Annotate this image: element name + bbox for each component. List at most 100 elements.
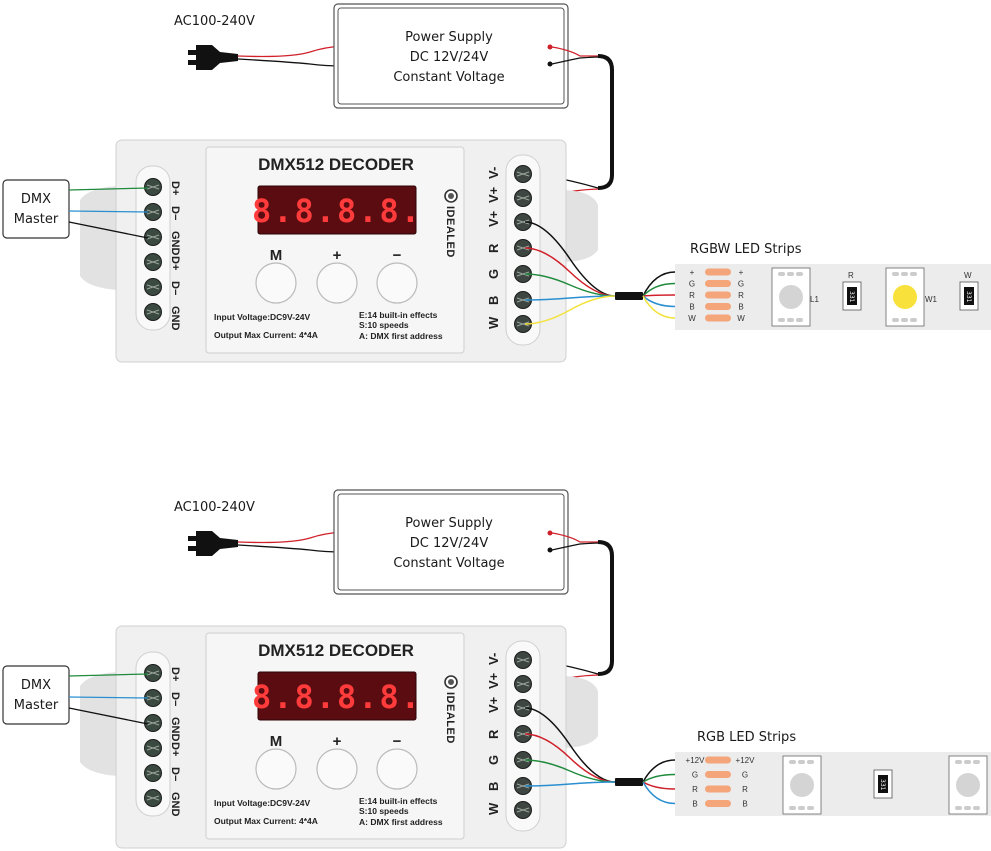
pad-label-right: G xyxy=(738,280,744,289)
ac-wire-neutral xyxy=(237,544,344,553)
psu-inner-border xyxy=(337,493,565,591)
dmx-master-line2: Master xyxy=(14,212,59,227)
psu-title: Power Supply xyxy=(405,30,493,45)
led-chip-pin xyxy=(892,318,899,322)
left-terminal-label: D+ xyxy=(169,667,181,681)
strip-input-wire xyxy=(642,781,676,790)
led-chip-pin xyxy=(796,318,803,322)
led-chip-pin xyxy=(778,272,785,276)
right-terminal-label: W xyxy=(486,316,501,329)
mounting-ear-left xyxy=(80,672,118,776)
screw-terminal-icon xyxy=(144,303,162,321)
power-plug-icon xyxy=(188,45,238,70)
screw-slot xyxy=(146,284,160,290)
brand-logo-dot xyxy=(448,679,454,685)
left-terminal-label: GND xyxy=(169,231,181,256)
rgb-led-icon xyxy=(779,285,803,309)
left-terminal-label: GND xyxy=(169,306,181,331)
plug-prong xyxy=(188,546,198,551)
mode-button[interactable] xyxy=(255,748,297,790)
strip-input-wire xyxy=(642,295,676,319)
solder-pad xyxy=(705,800,731,807)
output-wire-vplus xyxy=(524,221,616,297)
screw-slot xyxy=(146,309,160,315)
led-chip-pin xyxy=(778,318,785,322)
resistor-body xyxy=(878,775,888,793)
screw-slot xyxy=(516,657,530,663)
led-chip-rgb xyxy=(948,755,988,815)
ac-voltage-label: AC100-240V xyxy=(174,500,255,515)
dmx-master-line1: DMX xyxy=(21,678,51,693)
led-chip-pin xyxy=(910,318,917,322)
right-terminal-label: G xyxy=(486,755,501,765)
screw-slot xyxy=(146,259,160,265)
dc-cable xyxy=(597,540,614,676)
strip-label-w1: W1 xyxy=(925,295,938,304)
screw-slot xyxy=(516,195,530,201)
strip-input-wire xyxy=(642,295,676,308)
psu-voltage: DC 12V/24V xyxy=(410,536,489,551)
left-terminal-label: D+ xyxy=(169,181,181,195)
strip-input-wire xyxy=(642,294,676,297)
left-terminal-label: D+ xyxy=(169,742,181,756)
led-chip-pin xyxy=(973,760,980,764)
spec-output-current: Output Max Current: 4*4A xyxy=(214,330,318,340)
psu-output-positive-dot xyxy=(547,44,553,50)
resistor-body xyxy=(964,287,974,305)
screw-terminal-icon xyxy=(144,228,162,246)
spec-speeds: S:10 speeds xyxy=(359,806,409,816)
resistor-code: 331 xyxy=(879,779,886,791)
output-wire-green xyxy=(524,273,616,297)
screw-terminal-icon xyxy=(144,714,162,732)
psu-voltage: DC 12V/24V xyxy=(410,50,489,65)
led-chip-pin xyxy=(955,760,962,764)
output-wire-red xyxy=(524,247,616,297)
mode-button[interactable] xyxy=(255,262,297,304)
minus-button[interactable] xyxy=(376,748,418,790)
led-chip-pin xyxy=(901,272,908,276)
screw-slot xyxy=(146,770,160,776)
minus-button[interactable] xyxy=(376,262,418,304)
solder-pad xyxy=(705,291,731,299)
output-wire-vplus xyxy=(524,707,616,783)
led-chip-pin xyxy=(798,760,805,764)
left-terminal-label: GND xyxy=(169,717,181,742)
plus-button[interactable] xyxy=(316,748,358,790)
right-terminal-label: R xyxy=(486,243,501,253)
dmx-master-border xyxy=(2,179,70,239)
solder-pad xyxy=(705,280,731,287)
resistor-code: 331 xyxy=(848,291,855,303)
button-label-m: M xyxy=(270,733,283,750)
right-terminal-label: G xyxy=(486,269,501,279)
mounting-ear-right xyxy=(560,676,598,748)
led-chip-pin xyxy=(964,760,971,764)
psu-type: Constant Voltage xyxy=(393,556,504,571)
solder-pad xyxy=(705,771,731,778)
right-terminal-label: V- xyxy=(486,653,501,665)
plus-button[interactable] xyxy=(316,262,358,304)
resistor-body xyxy=(847,287,857,305)
plug-prong xyxy=(188,536,198,541)
strip-input-wire xyxy=(642,271,676,297)
output-wire-blue xyxy=(524,295,616,301)
screw-slot xyxy=(516,219,530,225)
led-display-digits: 8.8.8.8. xyxy=(252,192,422,230)
ac-wire-live xyxy=(237,45,344,58)
led-display xyxy=(257,185,417,235)
pad-label-right: R xyxy=(738,291,744,300)
dmx-wire-data-plus xyxy=(68,673,149,677)
psu-output-negative-dot xyxy=(547,61,553,67)
ac-wire-neutral xyxy=(237,58,344,67)
resistor-r: 331 xyxy=(842,281,862,311)
button-label-m: M xyxy=(270,247,283,264)
led-chip-pin xyxy=(787,272,794,276)
dmx-master-border xyxy=(2,665,70,725)
left-terminal-label: D− xyxy=(169,206,181,220)
plug-body xyxy=(196,45,238,70)
pad-label-left: B xyxy=(689,303,694,312)
